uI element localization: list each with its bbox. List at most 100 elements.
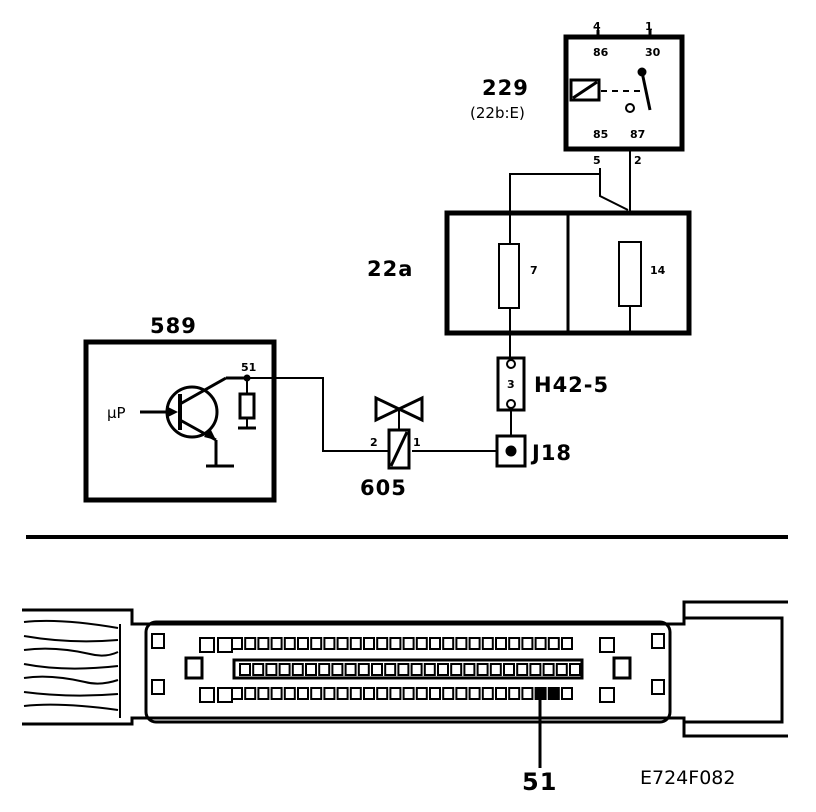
connector-key-pin	[199, 637, 215, 653]
connector-pin	[489, 663, 502, 676]
connector-pin	[283, 637, 296, 650]
connector-pin	[310, 637, 323, 650]
connector-pin	[521, 687, 534, 700]
connector-pin	[257, 687, 270, 700]
relay-pin-5: 5	[593, 154, 601, 167]
connector-key-pin	[199, 687, 215, 703]
connector-pin	[450, 663, 463, 676]
connector-pin	[297, 637, 309, 650]
relay-pin-4: 4	[593, 20, 601, 33]
connector-pin	[442, 637, 455, 650]
connector-pin	[503, 663, 515, 676]
connector-pin	[297, 687, 309, 700]
connector-pin	[423, 663, 436, 676]
connector-pin	[437, 663, 449, 676]
connector-pin	[376, 637, 389, 650]
relay-terminal-86: 86	[593, 46, 609, 59]
valve-pin-2: 2	[370, 436, 378, 449]
connector-key-pin	[217, 637, 233, 653]
connector-pin	[336, 687, 349, 700]
relay-pin-1: 1	[645, 20, 653, 33]
relay-sublabel: (22b:E)	[470, 104, 525, 122]
connector-pin-callout: 51	[522, 768, 557, 796]
connector-pin	[415, 637, 428, 650]
connector-pin	[561, 687, 573, 700]
connector-label: H42-5	[534, 373, 609, 397]
connector-pin	[547, 687, 560, 700]
connector-pin	[283, 687, 296, 700]
connector-pin	[569, 663, 581, 676]
connector-key-pin	[217, 687, 233, 703]
connector-pin	[344, 663, 357, 676]
connector-pin	[542, 663, 555, 676]
connector-pin	[310, 687, 323, 700]
ecu-label: 589	[150, 314, 197, 338]
fuse-7-label: 7	[530, 264, 538, 277]
connector-pin	[239, 663, 251, 676]
connector-pin	[442, 687, 455, 700]
connector-pin	[244, 637, 257, 650]
connector-pin-grid	[199, 637, 615, 703]
connector-pin	[270, 637, 283, 650]
junction-j18	[495, 434, 527, 468]
connector-pin	[389, 687, 402, 700]
connector-pin	[384, 663, 397, 676]
connector-pin	[323, 637, 336, 650]
connector-pin	[363, 637, 375, 650]
connector-pin	[495, 687, 507, 700]
valve-label: 605	[360, 476, 407, 500]
relay-label: 229	[482, 76, 529, 100]
fuse-14-label: 14	[650, 264, 666, 277]
connector-pin	[318, 663, 331, 676]
connector-pin	[371, 663, 383, 676]
relay-pin-2: 2	[634, 154, 642, 167]
connector-pin	[336, 637, 349, 650]
connector-pin	[357, 663, 370, 676]
connector-pin	[516, 663, 529, 676]
connector-pin	[376, 687, 389, 700]
fusebox-22a	[444, 210, 692, 360]
connector-pin	[521, 637, 534, 650]
connector-pin	[291, 663, 304, 676]
relay-terminal-87: 87	[630, 128, 645, 141]
connector-pin	[415, 687, 428, 700]
connector-pin	[363, 687, 375, 700]
connector-pin	[349, 687, 362, 700]
connector-pin	[265, 663, 278, 676]
figure-code: E724F082	[640, 767, 735, 789]
relay-terminal-85: 85	[593, 128, 608, 141]
connector-pin	[555, 663, 568, 676]
connector-pin	[244, 687, 257, 700]
connector-pin	[468, 687, 481, 700]
connector-pin	[463, 663, 476, 676]
connector-pin	[481, 687, 494, 700]
connector-pin	[429, 687, 441, 700]
connector-pin	[508, 687, 521, 700]
relay-229	[563, 30, 685, 152]
connector-pin	[468, 637, 481, 650]
connector-pin	[410, 663, 423, 676]
connector-pin	[270, 687, 283, 700]
connector-pin	[529, 663, 542, 676]
relay-wires	[509, 150, 631, 245]
connector-pin	[231, 687, 243, 700]
connector-pin	[476, 663, 489, 676]
connector-pin	[561, 637, 573, 650]
connector-h42-5	[496, 356, 526, 436]
connector-pin	[323, 687, 336, 700]
connector-pin-3: 3	[507, 378, 515, 391]
connector-key-pin	[599, 637, 615, 653]
valve-605	[374, 395, 424, 470]
connector-pin	[481, 637, 494, 650]
wire-589-605	[248, 377, 389, 452]
connector-pin	[534, 637, 547, 650]
connector-pin	[257, 637, 270, 650]
connector-pin	[397, 663, 410, 676]
connector-pin	[455, 637, 468, 650]
connector-pin	[547, 637, 560, 650]
connector-pin	[495, 637, 507, 650]
connector-pin	[402, 687, 415, 700]
connector-pin	[278, 663, 291, 676]
